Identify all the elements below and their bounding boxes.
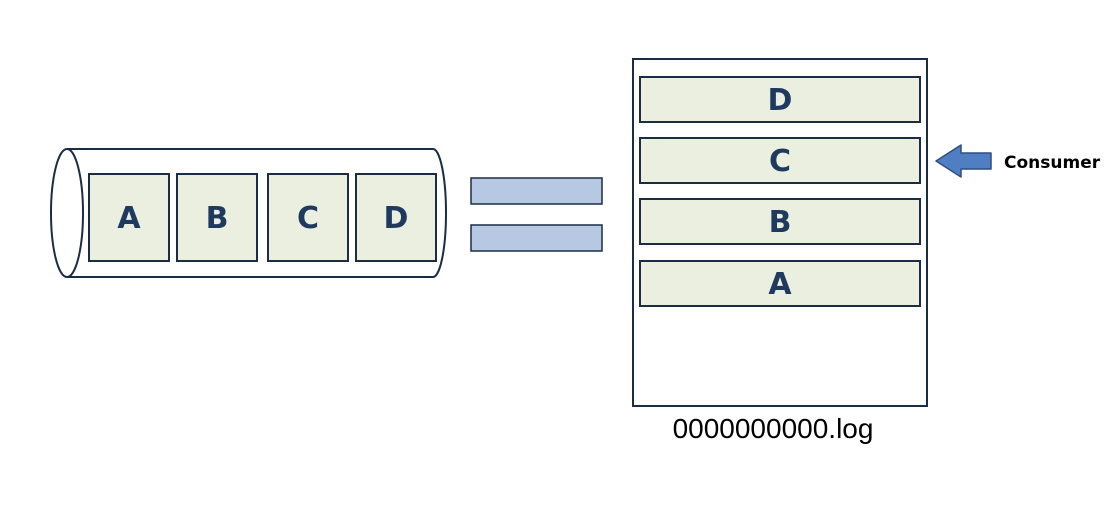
log-file: D C B A 0000000000.log: [632, 58, 928, 444]
queue-cell-b-box: [176, 173, 258, 262]
cylinder-end-cap: [50, 148, 84, 278]
log-row-c: C: [639, 137, 921, 184]
consumer-label: Consumer: [1004, 153, 1101, 173]
queue-cell-d: D: [355, 173, 437, 262]
log-row-c-box: [639, 137, 921, 184]
log-filename: 0000000000.log: [673, 413, 874, 444]
log-row-b: B: [639, 198, 921, 245]
log-row-a-box: [639, 260, 921, 307]
log-row-b-box: [639, 198, 921, 245]
queue-cell-d-box: [355, 173, 437, 262]
queue-cell-a: A: [88, 173, 170, 262]
queue-cell-a-label: A: [117, 201, 141, 236]
queue-cell-c: C: [267, 173, 349, 262]
queue-cell-a-box: [88, 173, 170, 262]
consumer-arrow-icon: [935, 144, 992, 178]
log-row-b-label: B: [769, 205, 792, 240]
queue-cell-b: B: [176, 173, 258, 262]
log-row-d-label: D: [768, 83, 793, 118]
consumer-pointer: Consumer: [935, 144, 1101, 178]
equals-bar-top: [470, 177, 603, 205]
log-row-a-label: A: [768, 267, 792, 302]
equals-sign: [470, 177, 603, 252]
log-row-d-box: [639, 76, 921, 123]
log-row-c-label: C: [769, 144, 791, 179]
log-row-a: A: [639, 260, 921, 307]
queue-cell-b-label: B: [206, 201, 229, 236]
log-row-d: D: [639, 76, 921, 123]
queue-cell-c-label: C: [297, 201, 319, 236]
queue-cell-d-label: D: [384, 201, 409, 236]
queue-cylinder: A B C D: [50, 148, 447, 278]
queue-cell-c-box: [267, 173, 349, 262]
equals-bar-bottom: [470, 224, 603, 252]
